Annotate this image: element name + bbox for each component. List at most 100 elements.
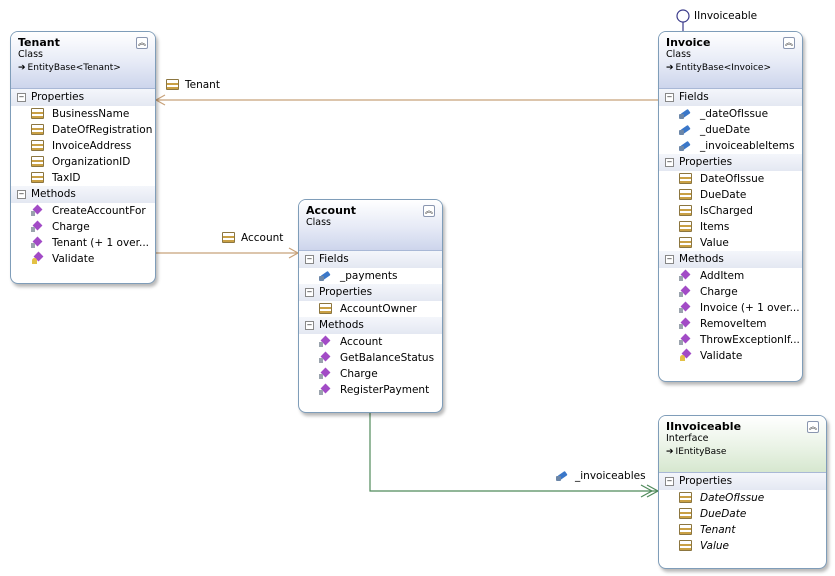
member-name: Charge [52, 221, 90, 233]
tenant-account-association-label[interactable]: Account [222, 232, 283, 244]
minus-box-icon[interactable]: − [665, 92, 674, 102]
minus-box-icon[interactable]: − [305, 287, 314, 297]
method-icon [679, 302, 692, 313]
invoice-tenant-arrowhead [154, 94, 166, 106]
minus-box-icon[interactable]: − [305, 254, 314, 264]
double-chevron-up-icon[interactable]: ︽ [423, 205, 435, 217]
member-name: DateOfRegistration [52, 124, 153, 136]
property-icon [679, 173, 692, 184]
properties-section-header[interactable]: −Properties [659, 473, 826, 490]
member-row[interactable]: Charge [659, 284, 802, 300]
invoice-class-shape[interactable]: Invoice Class ➔EntityBase<Invoice> ︽ −Fi… [658, 31, 803, 382]
member-row[interactable]: _dueDate [659, 122, 802, 138]
account-class-shape[interactable]: Account Class ︽ −Fields _payments −Prope… [298, 199, 443, 413]
inheritance-arrow-icon: ➔ [666, 447, 674, 457]
double-chevron-up-icon[interactable]: ︽ [136, 37, 148, 49]
minus-box-icon[interactable]: − [17, 92, 26, 102]
methods-section-header[interactable]: −Methods [11, 186, 155, 203]
member-name: CreateAccountFor [52, 205, 146, 217]
class-name: Account [306, 204, 357, 217]
fields-section-header[interactable]: −Fields [299, 251, 442, 268]
member-name: GetBalanceStatus [340, 352, 435, 364]
member-row[interactable]: _invoiceableItems [659, 138, 802, 154]
member-row[interactable]: CreateAccountFor [11, 203, 155, 219]
member-row[interactable]: BusinessName [11, 106, 155, 122]
minus-box-icon[interactable]: − [665, 157, 674, 167]
member-row[interactable]: InvoiceAddress [11, 138, 155, 154]
member-row[interactable]: RemoveItem [659, 316, 802, 332]
member-row[interactable]: RegisterPayment [299, 382, 442, 398]
member-row[interactable]: Invoice (+ 1 over... [659, 300, 802, 316]
member-row[interactable]: GetBalanceStatus [299, 350, 442, 366]
member-row[interactable]: IsCharged [659, 203, 802, 219]
account-invoiceables-association-line[interactable] [369, 412, 658, 492]
member-row[interactable]: Charge [299, 366, 442, 382]
inheritance-arrow-icon: ➔ [18, 63, 26, 73]
account-invoiceables-association-label[interactable]: _invoiceables [556, 470, 646, 482]
fields-section-header[interactable]: −Fields [659, 89, 802, 106]
property-icon [679, 221, 692, 232]
member-row[interactable]: _dateOfIssue [659, 106, 802, 122]
properties-section-header[interactable]: −Properties [299, 284, 442, 301]
method-icon [31, 205, 44, 216]
double-chevron-up-icon[interactable]: ︽ [783, 37, 795, 49]
member-row[interactable]: Tenant [659, 522, 826, 538]
member-name: Tenant (+ 1 over... [52, 237, 150, 249]
member-row[interactable]: Charge [11, 219, 155, 235]
member-row[interactable]: DueDate [659, 187, 802, 203]
association-label-text: _invoiceables [575, 470, 646, 482]
inheritance-arrow-icon: ➔ [666, 63, 674, 73]
member-name: RegisterPayment [340, 384, 430, 396]
member-row[interactable]: TaxID [11, 170, 155, 186]
member-name: Account [340, 336, 383, 348]
member-row[interactable]: Tenant (+ 1 over... [11, 235, 155, 251]
class-name: Invoice [666, 36, 711, 49]
member-name: _invoiceableItems [700, 140, 795, 152]
double-chevron-up-icon[interactable]: ︽ [807, 421, 819, 433]
member-name: Items [700, 221, 730, 233]
methods-section-header[interactable]: −Methods [299, 317, 442, 334]
member-row[interactable]: Validate [659, 348, 802, 364]
lollipop-label: IInvoiceable [694, 10, 758, 22]
property-icon [679, 492, 692, 503]
member-row[interactable]: AccountOwner [299, 301, 442, 317]
properties-section-header[interactable]: −Properties [659, 154, 802, 171]
member-row[interactable]: Validate [11, 251, 155, 267]
member-row[interactable]: _payments [299, 268, 442, 284]
member-row[interactable]: AddItem [659, 268, 802, 284]
member-row[interactable]: Value [659, 538, 826, 554]
class-name: Tenant [18, 36, 60, 49]
invoice-tenant-association-label[interactable]: Tenant [166, 79, 220, 91]
minus-box-icon[interactable]: − [665, 254, 674, 264]
member-row[interactable]: Value [659, 235, 802, 251]
section-label: Methods [31, 188, 76, 200]
account-header[interactable]: Account Class ︽ [299, 200, 442, 251]
member-name: Value [700, 540, 729, 552]
lollipop-interface-icon[interactable] [676, 9, 690, 23]
tenant-class-shape[interactable]: Tenant Class ➔EntityBase<Tenant> ︽ −Prop… [10, 31, 156, 284]
iinvoiceable-header[interactable]: IInvoiceable Interface ➔IEntityBase ︽ [659, 416, 826, 473]
minus-box-icon[interactable]: − [665, 476, 674, 486]
class-kind: Class [18, 49, 43, 60]
member-row[interactable]: DueDate [659, 506, 826, 522]
methods-section-header[interactable]: −Methods [659, 251, 802, 268]
member-row[interactable]: ThrowExceptionIf... [659, 332, 802, 348]
member-name: _payments [340, 270, 398, 282]
member-row[interactable]: DateOfIssue [659, 490, 826, 506]
minus-box-icon[interactable]: − [305, 320, 314, 330]
member-row[interactable]: DateOfIssue [659, 171, 802, 187]
member-row[interactable]: DateOfRegistration [11, 122, 155, 138]
member-row[interactable]: OrganizationID [11, 154, 155, 170]
member-row[interactable]: Items [659, 219, 802, 235]
member-row[interactable]: Account [299, 334, 442, 350]
field-icon [679, 140, 692, 151]
section-label: Properties [679, 156, 733, 168]
invoice-header[interactable]: Invoice Class ➔EntityBase<Invoice> ︽ [659, 32, 802, 89]
property-icon [166, 79, 179, 90]
property-icon [679, 524, 692, 535]
properties-section-header[interactable]: −Properties [11, 89, 155, 106]
minus-box-icon[interactable]: − [17, 189, 26, 199]
iinvoiceable-interface-shape[interactable]: IInvoiceable Interface ➔IEntityBase ︽ −P… [658, 415, 827, 569]
tenant-header[interactable]: Tenant Class ➔EntityBase<Tenant> ︽ [11, 32, 155, 89]
